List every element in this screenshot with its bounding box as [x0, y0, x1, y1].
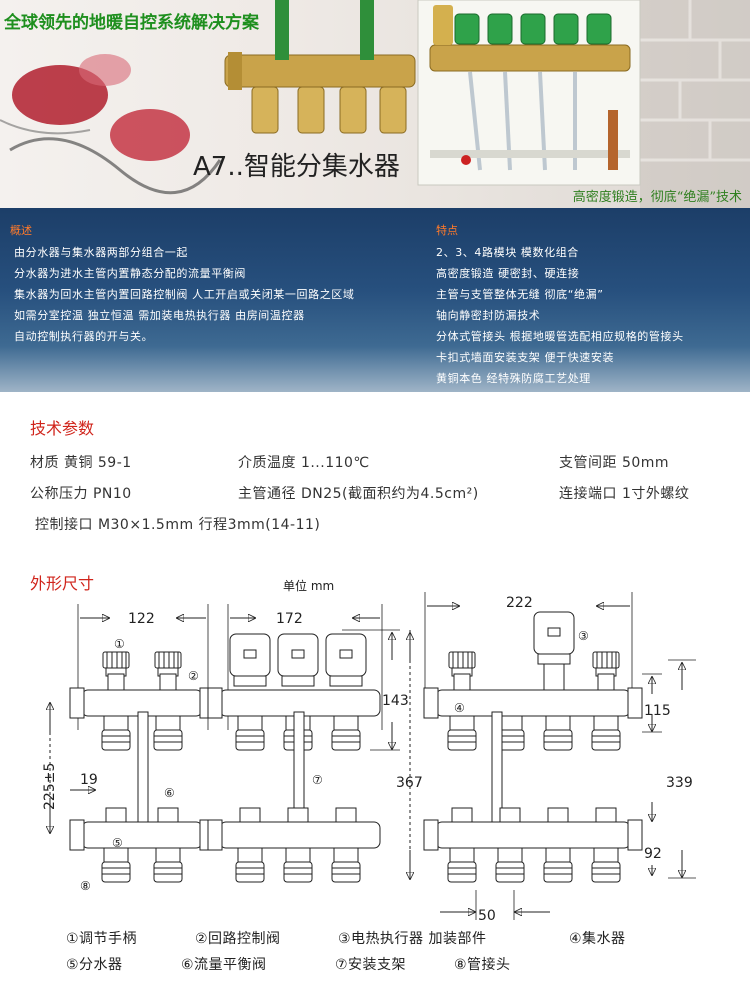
- dim-367: 367: [396, 775, 423, 791]
- features-line: 主管与支管整体无缝 彻底“绝漏”: [436, 288, 604, 301]
- dim-19: 19: [80, 772, 98, 788]
- overview-line: 如需分室控温 独立恒温 需加装电热执行器 由房间温控器: [14, 309, 305, 322]
- features-line: 卡扣式墙面安装支架 便于快速安装: [436, 351, 615, 364]
- features-line: 黄铜本色 经特殊防腐工艺处理: [436, 372, 591, 385]
- unit-label: 单位 mm: [283, 579, 335, 593]
- manifold-view-single: 122 ① ② ⑥ ⑤ ⑧ 225±5 19: [42, 604, 215, 893]
- product-slogan: 高密度锻造，彻底“绝漏”技术: [572, 190, 742, 205]
- features-heading: 特点: [436, 224, 458, 237]
- brand-tagline: 全球领先的地暖自控系统解决方案: [4, 13, 259, 33]
- feature-band: 概述 由分水器与集水器两部分组合一起 分水器为进水主管内置静态分配的流量平衡阀 …: [0, 208, 750, 392]
- manifold-view-actuated: 172 ⑦ 143 367: [207, 604, 423, 883]
- spec-branch-spacing: 支管间距 50mm: [559, 455, 670, 471]
- overview-heading: 概述: [10, 224, 32, 237]
- spec-main-pipe: 主管通径 DN25(截面积约为4.5cm²): [238, 486, 479, 502]
- spec-medium-temp: 介质温度 1...110℃: [238, 455, 370, 471]
- legend-item: ⑤分水器: [66, 957, 123, 973]
- spec-nominal-pressure: 公称压力 PN10: [30, 486, 132, 502]
- hero-banner: 全球领先的地暖自控系统解决方案 A7..智能分集水器 高密度锻造，彻底“绝漏”技…: [0, 0, 750, 208]
- marker-6: ⑥: [164, 786, 175, 800]
- spec-control-port: 控制接口 M30×1.5mm 行程3mm(14-11): [35, 517, 321, 533]
- marker-7: ⑦: [312, 773, 323, 787]
- legend-item: ②回路控制阀: [195, 931, 281, 947]
- marker-2: ②: [188, 669, 199, 683]
- dim-122: 122: [128, 611, 155, 627]
- marker-4: ④: [454, 701, 465, 715]
- marker-1: ①: [114, 637, 125, 651]
- spec-material: 材质 黄铜 59-1: [30, 455, 132, 471]
- dimensions-title: 外形尺寸: [30, 574, 95, 593]
- overview-line: 集水器为回水主管内置回路控制阀 人工开启或关闭某一回路之区域: [14, 288, 355, 301]
- features-line: 高密度锻造 硬密封、硬连接: [436, 267, 580, 280]
- legend-item: ⑧管接头: [454, 957, 511, 973]
- dim-222: 222: [506, 595, 533, 611]
- manifold-photo-right: [417, 0, 641, 186]
- overview-line: 自动控制执行器的开与关。: [14, 330, 154, 343]
- spec-connection: 连接端口 1寸外螺纹: [559, 486, 690, 502]
- marker-8: ⑧: [80, 879, 91, 893]
- legend-item: ④集水器: [569, 931, 626, 947]
- manifold-view-multi: 222 ③ ④ 115 339: [423, 592, 696, 920]
- legend-item: ⑥流量平衡阀: [181, 957, 267, 973]
- product-title: A7..智能分集水器: [193, 152, 400, 182]
- marker-5: ⑤: [112, 836, 123, 850]
- dim-172: 172: [276, 611, 303, 627]
- dim-50: 50: [478, 908, 496, 920]
- dim-143: 143: [382, 693, 409, 709]
- features-line: 分体式管接头 根据地暖管选配相应规格的管接头: [436, 330, 684, 343]
- dim-115: 115: [644, 703, 671, 719]
- legend-item: ⑦安装支架: [335, 957, 407, 973]
- dim-92: 92: [644, 846, 662, 862]
- overview-line: 由分水器与集水器两部分组合一起: [14, 246, 188, 259]
- flower-graphic: [0, 54, 222, 195]
- brick-wall-graphic: [640, 0, 750, 208]
- legend-item: ①调节手柄: [66, 931, 138, 947]
- legend-item: ③电热执行器 加装部件: [338, 931, 487, 947]
- hero-illustration: [0, 0, 750, 208]
- dim-225: 225±5: [42, 763, 58, 810]
- dimension-drawing: 122 ① ② ⑥ ⑤ ⑧ 225±5 19: [42, 592, 696, 920]
- overview-line: 分水器为进水主管内置静态分配的流量平衡阀: [14, 267, 246, 280]
- manifold-photo-left: [224, 0, 416, 134]
- dim-339: 339: [666, 775, 693, 791]
- features-line: 2、3、4路模块 模数化组合: [436, 246, 579, 259]
- marker-3: ③: [578, 629, 589, 643]
- features-line: 轴向静密封防漏技术: [436, 309, 541, 322]
- specs-title: 技术参数: [30, 419, 95, 438]
